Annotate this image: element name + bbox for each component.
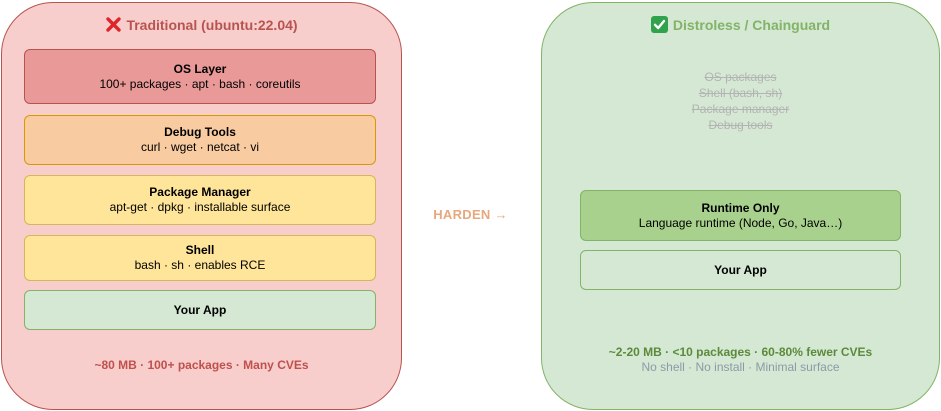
distroless-footer-stats: ~2-20 MB · <10 packages · 60-80% fewer C… — [608, 345, 873, 359]
os-layer-subtitle: 100+ packages · apt · bash · coreutils — [99, 76, 301, 91]
distroless-panel-title: Distroless / Chainguard — [542, 16, 939, 33]
cross-mark-icon — [105, 16, 122, 36]
debug-tools-box: Debug Tools curl · wget · netcat · vi — [24, 115, 376, 165]
shell-title: Shell — [185, 243, 215, 257]
traditional-panel-title: Traditional (ubuntu:22.04) — [2, 16, 401, 36]
distroless-footer: ~2-20 MB · <10 packages · 60-80% fewer C… — [541, 345, 940, 375]
os-layer-title: OS Layer — [173, 61, 227, 76]
removed-item: Package manager — [691, 102, 790, 116]
removed-item: Shell (bash, sh) — [698, 86, 783, 100]
runtime-only-title: Runtime Only — [701, 200, 780, 215]
removed-item: OS packages — [704, 70, 777, 84]
distroless-footer-notes: No shell · No install · Minimal surface — [641, 360, 840, 374]
shell-box: Shell bash · sh · enables RCE — [24, 235, 376, 281]
distroless-title-text: Distroless / Chainguard — [672, 17, 831, 33]
package-manager-subtitle: apt-get · dpkg · installable surface — [109, 200, 291, 214]
removed-components-list: OS packages Shell (bash, sh) Package man… — [541, 69, 940, 133]
check-mark-icon — [650, 16, 668, 33]
your-app-box-traditional: Your App — [24, 290, 376, 330]
removed-item: Debug tools — [708, 118, 773, 132]
debug-tools-subtitle: curl · wget · netcat · vi — [140, 140, 260, 154]
your-app-title-traditional: Your App — [173, 302, 227, 317]
runtime-only-box: Runtime Only Language runtime (Node, Go,… — [580, 190, 901, 241]
your-app-box-distroless: Your App — [580, 250, 901, 290]
package-manager-box: Package Manager apt-get · dpkg · install… — [24, 175, 376, 225]
shell-subtitle: bash · sh · enables RCE — [134, 258, 266, 272]
runtime-only-subtitle: Language runtime (Node, Go, Java…) — [638, 215, 843, 230]
traditional-title-text: Traditional (ubuntu:22.04) — [126, 17, 298, 33]
os-layer-box: OS Layer 100+ packages · apt · bash · co… — [24, 49, 376, 104]
debug-tools-title: Debug Tools — [164, 125, 236, 139]
harden-arrow-label: HARDEN → — [433, 207, 508, 222]
package-manager-title: Package Manager — [149, 185, 251, 199]
your-app-title-distroless: Your App — [714, 262, 767, 277]
traditional-footer: ~80 MB · 100+ packages · Many CVEs — [94, 358, 309, 372]
